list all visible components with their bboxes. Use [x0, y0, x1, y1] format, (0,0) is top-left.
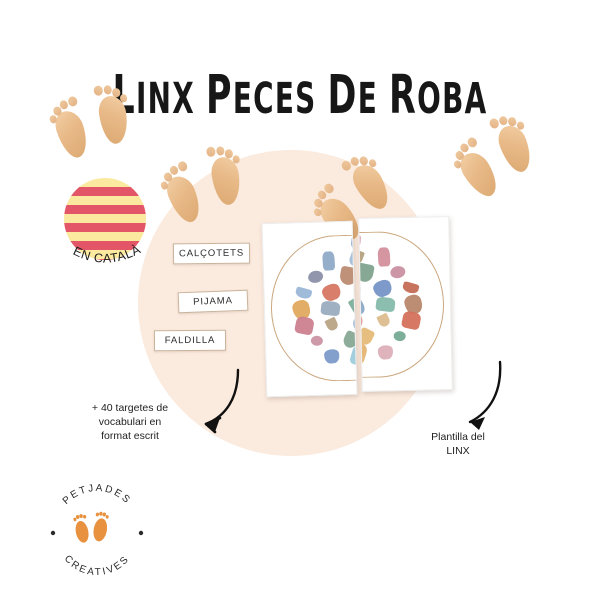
- badge-caption-textpath: EN CATALÀ: [71, 241, 143, 265]
- clothing-illustrations-left: [270, 234, 358, 382]
- footprint-toe: [516, 120, 526, 130]
- footprint-toe: [66, 95, 79, 108]
- clothing-item: [358, 232, 362, 250]
- clothing-item: [358, 262, 375, 284]
- footprint-toe: [103, 84, 113, 95]
- annotation-left-line1: + 40 targetes de: [91, 402, 169, 414]
- word-card-calcotets[interactable]: CALÇOTETS: [172, 242, 251, 265]
- clothing-item: [401, 280, 420, 295]
- title-part: OBA: [417, 75, 488, 124]
- logo-bottom-text: CREATIVES: [62, 553, 132, 578]
- logo-top-textpath: PETJADES: [61, 483, 131, 507]
- clothing-item: [377, 246, 391, 267]
- annotation-left-line2: vocabulari en: [98, 416, 162, 429]
- footprint-toe: [215, 145, 225, 156]
- annotation-right: Plantilla del LINX: [403, 430, 513, 458]
- word-card-label: PIJAMA: [192, 295, 234, 308]
- title-part: ECES: [232, 75, 328, 124]
- word-card-faldilla[interactable]: FALDILLA: [153, 329, 227, 352]
- clothing-illustrations-right: [358, 231, 444, 378]
- annotation-left: + 40 targetes de vocabulari en format es…: [70, 401, 190, 444]
- word-card-label: CALÇOTETS: [178, 247, 245, 260]
- clothing-item: [358, 293, 368, 317]
- arrow-right-annotation: [468, 360, 502, 430]
- clothing-item: [320, 281, 343, 304]
- title-part: D: [327, 63, 358, 126]
- clothing-item: [294, 315, 316, 336]
- logo-dot-left: [50, 530, 56, 536]
- footprint-toe: [205, 146, 217, 158]
- clothing-item: [393, 330, 406, 342]
- title-part: P: [206, 63, 233, 126]
- clothing-item: [323, 348, 341, 365]
- title-part: INX: [135, 75, 207, 124]
- logo-dot-right: [138, 530, 144, 536]
- logo-footprint-right: [93, 511, 109, 542]
- clothing-item: [376, 312, 392, 329]
- clothing-item: [322, 250, 336, 271]
- badge-caption: EN CATALÀ: [54, 240, 164, 280]
- linx-template-right[interactable]: [358, 216, 453, 392]
- catalan-badge: EN CATALÀ: [58, 178, 154, 274]
- halfcircle-outline-right: [358, 230, 446, 379]
- footprint-right: [199, 142, 247, 209]
- footprint-sole: [494, 121, 537, 177]
- annotation-right-line2: LINX: [446, 445, 470, 458]
- clothing-item: [319, 300, 341, 317]
- clothing-item: [294, 286, 313, 301]
- arrow-left-annotation: [204, 368, 240, 434]
- catalan-flag-icon: [64, 178, 146, 260]
- halfcircle-outline-left: [268, 233, 358, 384]
- linx-template-left[interactable]: [261, 220, 358, 398]
- title-part: E: [357, 75, 390, 124]
- title-part: R: [389, 63, 418, 126]
- footprint-toe: [507, 116, 518, 127]
- badge-caption-text: EN CATALÀ: [71, 241, 143, 265]
- annotation-right-line1: Plantilla del: [431, 431, 485, 443]
- annotation-left-line3: format escrit: [101, 430, 159, 443]
- footprint-right: [86, 81, 134, 148]
- footprint-toe: [93, 85, 104, 97]
- clothing-item: [400, 309, 422, 331]
- footprint-toe: [120, 93, 128, 103]
- footprint-toe: [498, 115, 509, 127]
- footprint-toe: [232, 154, 241, 164]
- clothing-item: [389, 264, 407, 280]
- logo-footprint-left: [73, 514, 89, 543]
- footprint-toe: [112, 87, 121, 98]
- clothing-item: [374, 296, 396, 313]
- footprint-toe: [224, 148, 234, 159]
- logo-top-text: PETJADES: [61, 483, 134, 507]
- clothing-item: [324, 316, 340, 333]
- footprint-sole: [51, 107, 93, 162]
- clothing-item: [358, 326, 376, 348]
- footprint-sole: [209, 155, 243, 207]
- brand-logo: PETJADES CREATIVES: [44, 482, 150, 578]
- word-card-label: FALDILLA: [164, 334, 216, 347]
- clothing-item: [377, 344, 394, 361]
- clothing-item: [371, 277, 395, 300]
- footprint-sole: [96, 94, 131, 146]
- page-title: LINX PECES DE ROBA: [42, 68, 558, 121]
- word-card-pijama[interactable]: PIJAMA: [177, 289, 249, 314]
- logo-bottom-textpath: CREATIVES: [62, 553, 130, 578]
- clothing-item: [306, 269, 325, 285]
- clothing-item: [311, 335, 324, 347]
